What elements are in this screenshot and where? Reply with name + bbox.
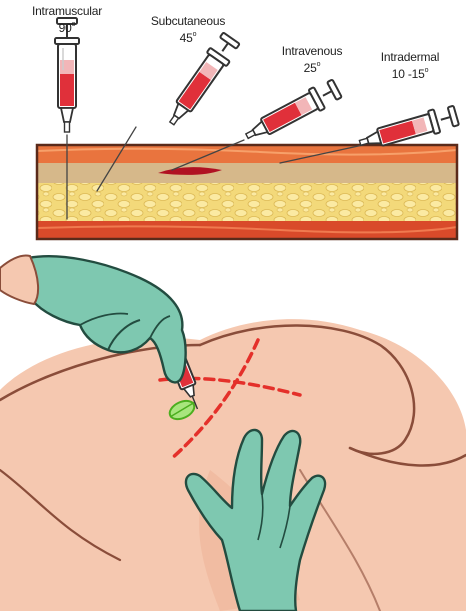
label-intradermal: Intradermal 10 -15o	[381, 50, 440, 81]
injection-name: Intravenous	[282, 44, 343, 58]
skin-cross-section	[37, 145, 457, 239]
fat-layer	[37, 183, 457, 221]
syringe-icon	[162, 31, 241, 130]
injection-angle: 45	[180, 31, 193, 45]
injection-name: Intradermal	[381, 50, 440, 64]
injection-angle: 10 -15	[392, 67, 425, 81]
degree-symbol: o	[425, 67, 429, 74]
degree-symbol: o	[317, 61, 321, 68]
injection-name: Subcutaneous	[151, 14, 225, 28]
degree-symbol: o	[193, 31, 197, 38]
muscle-layer	[37, 221, 457, 239]
label-intramuscular: Intramuscular 90o	[32, 4, 102, 35]
label-intravenous: Intravenous 25o	[282, 44, 343, 75]
injection-angle: 25	[304, 61, 317, 75]
label-subcutaneous: Subcutaneous 45o	[151, 14, 225, 45]
syringe-icon	[55, 18, 79, 132]
syringe-icon	[241, 78, 342, 147]
injection-name: Intramuscular	[32, 4, 102, 18]
dermis-layer	[37, 163, 457, 183]
degree-symbol: o	[72, 21, 76, 28]
injection-angle: 90	[59, 21, 72, 35]
